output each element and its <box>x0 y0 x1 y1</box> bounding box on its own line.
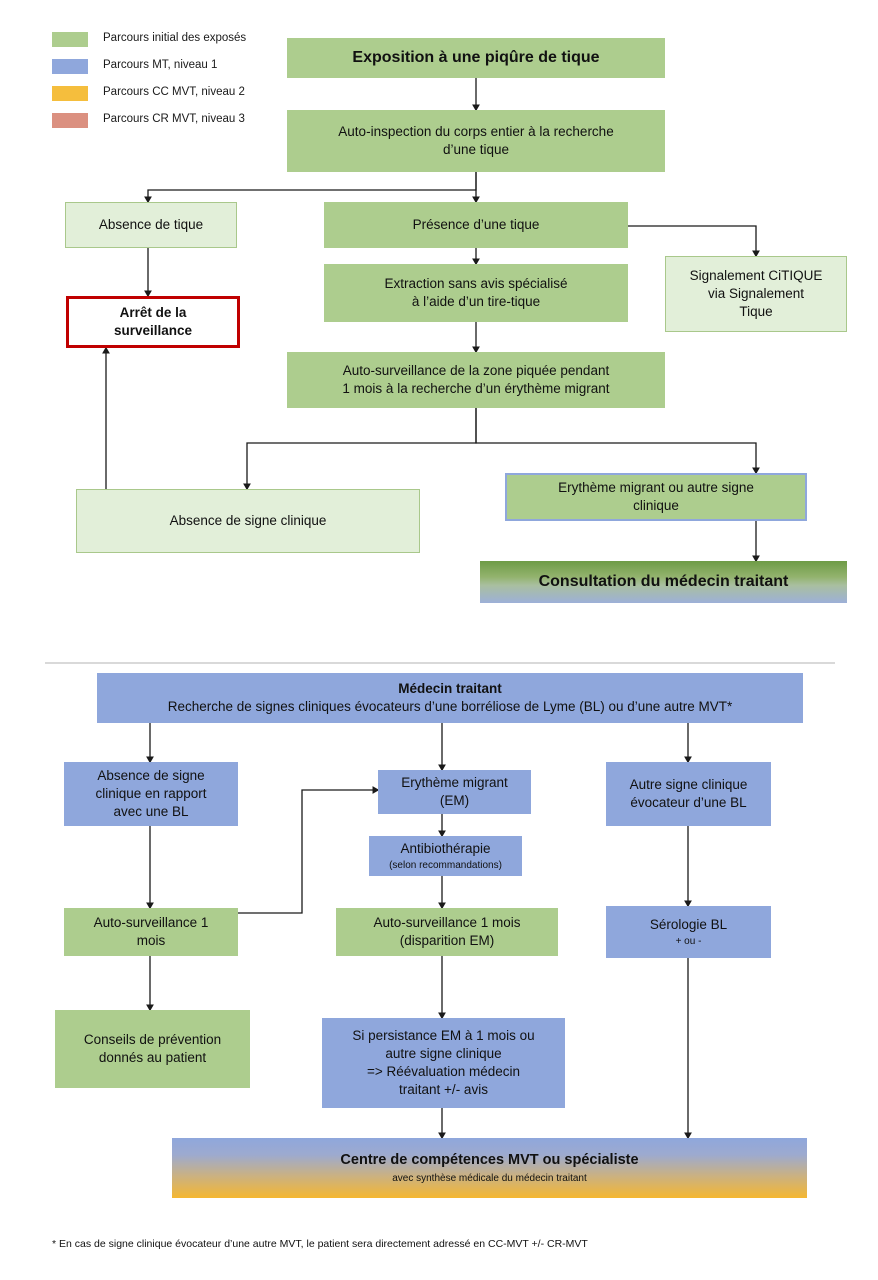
legend-swatch-blue <box>52 58 88 74</box>
node-absence-signe-clinique: Absence de signe clinique <box>76 489 420 553</box>
node-autre-signe-clinique-bl: Autre signe clinique évocateur d’une BL <box>606 762 771 826</box>
node-absence-de-tique: Absence de tique <box>65 202 237 248</box>
node-extraction-tire-tique: Extraction sans avis spécialisé à l’aide… <box>324 264 628 322</box>
node-consultation-medecin-traitant: Consultation du médecin traitant <box>480 561 847 603</box>
legend-item: Parcours MT, niveau 1 <box>52 55 246 77</box>
node-auto-surveillance-1-mois: Auto-surveillance 1 mois <box>64 908 238 956</box>
node-auto-surveillance-disparition-em: Auto-surveillance 1 mois (disparition EM… <box>336 908 558 956</box>
legend-label: Parcours MT, niveau 1 <box>103 59 218 72</box>
legend-swatch-green <box>52 31 88 47</box>
node-auto-inspection: Auto-inspection du corps entier à la rec… <box>287 110 665 172</box>
legend-item: Parcours CC MVT, niveau 2 <box>52 82 246 104</box>
legend: Parcours initial des exposés Parcours MT… <box>52 28 246 136</box>
legend-label: Parcours CC MVT, niveau 2 <box>103 86 245 99</box>
legend-swatch-orange <box>52 85 88 101</box>
legend-swatch-salmon <box>52 112 88 128</box>
node-signalement-citique: Signalement CiTIQUE via Signalement Tiqu… <box>665 256 847 332</box>
legend-item: Parcours initial des exposés <box>52 28 246 50</box>
node-serologie-bl: Sérologie BL + ou - <box>606 906 771 958</box>
node-centre-competences-mvt: Centre de compétences MVT ou spécialiste… <box>172 1138 807 1198</box>
section-divider <box>45 662 835 664</box>
node-erytheme-migrant-autre-signe: Erythème migrant ou autre signe clinique <box>505 473 807 521</box>
node-absence-signe-clinique-bl: Absence de signe clinique en rapport ave… <box>64 762 238 826</box>
node-si-persistance-em: Si persistance EM à 1 mois ou autre sign… <box>322 1018 565 1108</box>
node-antibiotherapie: Antibiothérapie (selon recommandations) <box>369 836 522 876</box>
node-arret-surveillance: Arrêt de la surveillance <box>66 296 240 348</box>
node-medecin-traitant: Médecin traitant Recherche de signes cli… <box>97 673 803 723</box>
node-presence-une-tique: Présence d’une tique <box>324 202 628 248</box>
legend-label: Parcours initial des exposés <box>103 32 247 45</box>
node-erytheme-migrant-em: Erythème migrant (EM) <box>378 770 531 814</box>
legend-item: Parcours CR MVT, niveau 3 <box>52 109 246 131</box>
node-conseils-prevention: Conseils de prévention donnés au patient <box>55 1010 250 1088</box>
legend-label: Parcours CR MVT, niveau 3 <box>103 113 245 126</box>
node-auto-surveillance-zone: Auto-surveillance de la zone piquée pend… <box>287 352 665 408</box>
node-exposition-piqure: Exposition à une piqûre de tique <box>287 38 665 78</box>
footnote: * En cas de signe clinique évocateur d’u… <box>52 1238 588 1250</box>
